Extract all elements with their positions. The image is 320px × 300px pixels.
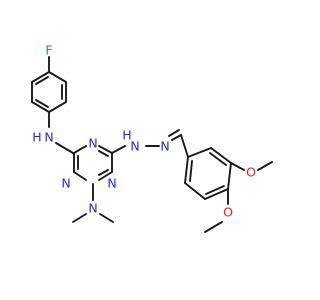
atom-hydrazine-n1: N — [130, 139, 139, 154]
bond-triazine-2 — [98, 145, 113, 154]
bond-n-methyl-left — [72, 213, 87, 223]
bond-c-o-upper — [230, 162, 245, 171]
bond-dimethoxyphenyl-2-inner — [209, 152, 227, 166]
bond-triazine-2-inner — [98, 150, 109, 157]
bond-ch-aryl — [180, 134, 189, 158]
bond-dimethoxyphenyl-3 — [227, 162, 232, 190]
molecule-canvas: F N H N N N H N N N O O — [31, 43, 273, 233]
bond-dimethoxyphenyl-4-inner — [205, 185, 225, 195]
atom-n-dimethyl: N — [88, 201, 97, 216]
bond-nh-triazine — [55, 142, 74, 154]
bond-dimethoxyphenyl-5 — [184, 182, 206, 200]
bond-dimethoxyphenyl-4 — [204, 188, 229, 200]
atom-amine-n-left: N — [44, 130, 53, 145]
bonds-layer — [31, 56, 273, 233]
bond-n-ch — [171, 134, 182, 141]
bond-o-ch3-lower — [204, 221, 223, 233]
atom-amine-h-left: H — [32, 130, 41, 145]
bond-o-ch3-upper — [257, 161, 273, 171]
atoms-layer: F N H N N N H N N N O O — [32, 43, 256, 220]
bond-dimethoxyphenyl-1 — [187, 147, 212, 158]
atom-hydrazine-h: H — [122, 128, 131, 143]
bond-fluorophenyl-4-inner — [35, 99, 49, 108]
molecule-structure: F N H N N N H N N N O O — [31, 43, 273, 233]
bond-triazine-1 — [73, 145, 87, 154]
bond-dimethoxyphenyl-2 — [210, 147, 232, 164]
bond-fluorophenyl-1 — [48, 71, 67, 83]
bond-triazine-hydrazine — [111, 145, 126, 154]
bond-dimethoxyphenyl-6 — [184, 156, 189, 184]
bond-fluorophenyl-6-inner — [35, 76, 49, 85]
bond-n-ch-inner — [168, 129, 180, 137]
bond-triazine-5 — [73, 171, 87, 181]
bond-triazine-4-inner — [98, 169, 109, 176]
atom-oxygen-lower: O — [223, 205, 233, 220]
atom-hydrazine-n2: N — [160, 139, 169, 154]
bond-fluorophenyl-3 — [48, 101, 67, 113]
bond-n-methyl-right — [99, 213, 114, 223]
bond-triazine-4 — [98, 171, 113, 181]
atom-triazine-n-top: N — [88, 136, 97, 151]
bond-dimethoxyphenyl-6-inner — [189, 160, 193, 182]
bond-fluorophenyl-6 — [31, 71, 50, 83]
atom-fluorine: F — [45, 43, 52, 58]
atom-triazine-n-left: N — [61, 176, 70, 191]
bond-fluorophenyl-4 — [31, 101, 50, 113]
atom-triazine-n-bottom: N — [107, 176, 116, 191]
atom-oxygen-upper: O — [246, 165, 256, 180]
